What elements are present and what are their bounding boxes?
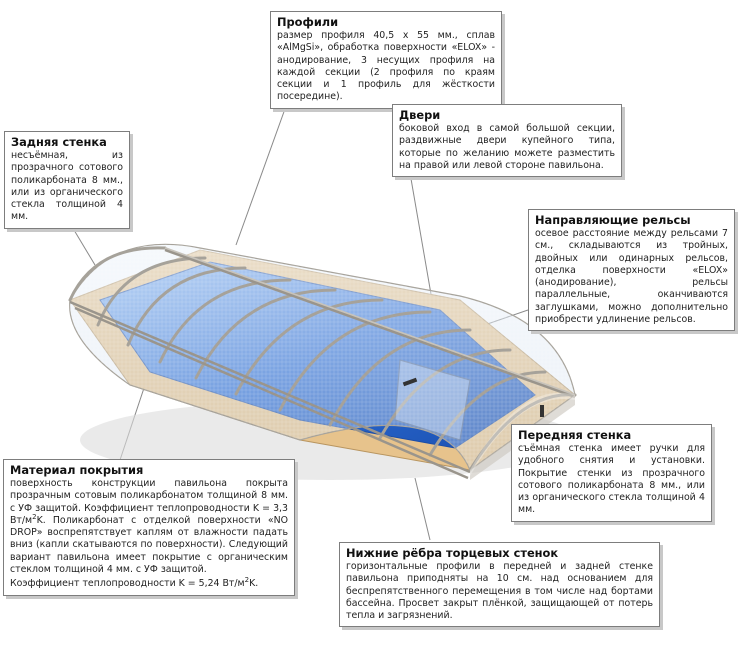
- superscript: 2: [244, 576, 250, 585]
- callout-text: поверхность конструкции павильона покрыт…: [10, 478, 288, 576]
- callout-text-2: Коэффициент теплопроводности K = 5,24 Вт…: [10, 576, 288, 590]
- text-segment: Коэффициент теплопроводности K = 5,24 Вт…: [10, 578, 245, 590]
- callout-text: съёмная стенка имеет ручки для удобного …: [518, 443, 705, 516]
- callout-lower-ribs: Нижние рёбра торцевых стенок горизонталь…: [339, 542, 660, 628]
- callout-text: несъёмная, из прозрачного сотового полик…: [11, 150, 123, 223]
- callout-title: Двери: [399, 108, 441, 122]
- rails: [69, 248, 576, 480]
- callout-doors: Двери боковой вход в самой большой секци…: [392, 104, 622, 178]
- callout-text: боковой вход в самой большой секции, раз…: [399, 123, 615, 171]
- callout-front-wall: Передняя стенка съёмная стенка имеет руч…: [511, 424, 712, 522]
- superscript: 2: [32, 512, 37, 521]
- callout-profiles: Профили размер профиля 40,5 х 55 мм., сп…: [270, 11, 502, 109]
- callout-title: Материал покрытия: [10, 463, 144, 477]
- callout-text: осевое расстояние между рельсами 7 см., …: [535, 228, 728, 326]
- callout-rails: Направляющие рельсы осевое расстояние ме…: [528, 209, 735, 332]
- door-handle: [402, 377, 418, 387]
- front-wall-handle: [540, 405, 544, 417]
- callout-title: Направляющие рельсы: [535, 213, 691, 227]
- callout-title: Нижние рёбра торцевых стенок: [346, 546, 559, 560]
- callout-title: Передняя стенка: [518, 428, 632, 442]
- callout-material: Материал покрытия поверхность конструкци…: [3, 459, 295, 596]
- ridge-line: [164, 247, 576, 396]
- callout-back-wall: Задняя стенка несъёмная, из прозрачного …: [4, 131, 130, 229]
- callout-text: размер профиля 40,5 х 55 мм., сплав «AlM…: [277, 30, 495, 103]
- callout-title: Профили: [277, 15, 339, 29]
- text-segment: поверхность конструкции павильона покрыт…: [10, 478, 288, 526]
- text-segment: K.: [249, 578, 259, 590]
- roof-honeycomb: [69, 244, 576, 470]
- callout-title: Задняя стенка: [11, 135, 107, 149]
- text-segment: K. Поликарбонат с отделкой поверхности «…: [10, 514, 288, 576]
- front-wall-glass: [470, 392, 575, 476]
- callout-text: горизонтальные профили в передней и задн…: [346, 561, 653, 622]
